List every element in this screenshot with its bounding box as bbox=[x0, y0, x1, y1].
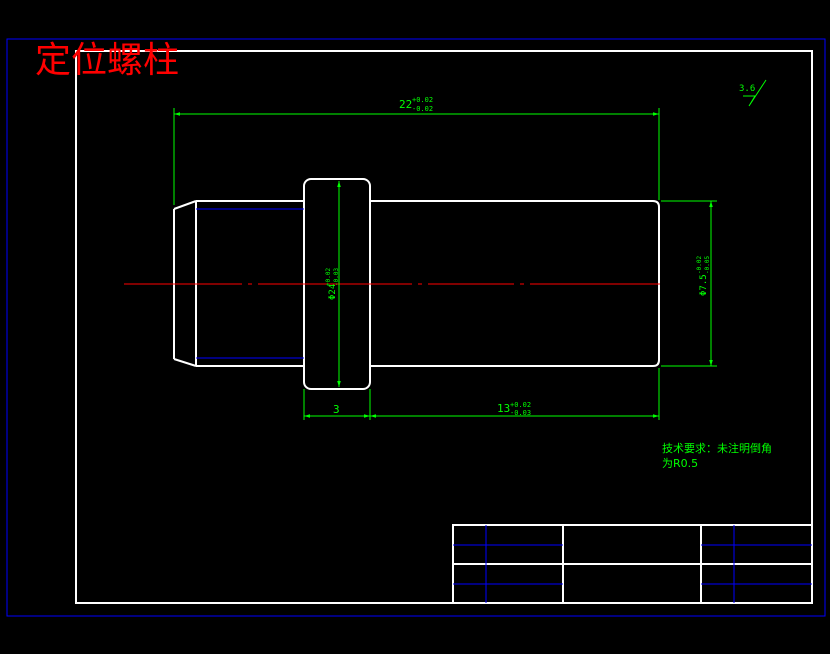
note-line-2: 为R0.5 bbox=[662, 457, 698, 470]
thread-lines bbox=[196, 208, 304, 359]
svg-text:-0.02: -0.02 bbox=[412, 105, 433, 113]
svg-text:-0.02: -0.02 bbox=[696, 256, 703, 274]
dim-overall-length-text: 22 +0.02 -0.02 bbox=[399, 96, 433, 113]
svg-text:-0.03: -0.03 bbox=[333, 268, 340, 286]
note-line-1: 技术要求：未注明倒角 bbox=[662, 441, 772, 455]
svg-text:+0.02: +0.02 bbox=[510, 401, 531, 409]
roughness-value: 3.6 bbox=[739, 84, 755, 94]
drawing-title: 定位螺柱 bbox=[35, 40, 179, 81]
svg-text:Φ7.5: Φ7.5 bbox=[699, 274, 709, 296]
drawing-frame bbox=[75, 50, 813, 604]
dim-shaft-diameter-text: Φ7.5 -0.02 -0.05 bbox=[696, 256, 711, 296]
svg-text:+0.02: +0.02 bbox=[412, 96, 433, 104]
svg-text:-0.05: -0.05 bbox=[704, 256, 711, 274]
svg-text:+0.02: +0.02 bbox=[325, 268, 332, 286]
dim-flange-diameter-text: Φ24 +0.02 -0.03 bbox=[325, 268, 340, 300]
dim-shaft-length-text: 13 +0.02 -0.03 bbox=[497, 401, 531, 417]
roughness-symbol: 3.6 bbox=[739, 79, 767, 107]
dim-overall-length bbox=[173, 108, 660, 205]
svg-text:22: 22 bbox=[399, 98, 412, 111]
svg-text:Φ24: Φ24 bbox=[328, 284, 338, 300]
sheet-outer-border bbox=[6, 38, 826, 617]
svg-text:13: 13 bbox=[497, 402, 510, 415]
dim-flange-width-text: 3 bbox=[333, 403, 340, 416]
title-block bbox=[452, 524, 813, 604]
dim-shaft-diameter bbox=[661, 200, 717, 367]
svg-text:-0.03: -0.03 bbox=[510, 409, 531, 417]
dim-shaft-length bbox=[370, 368, 660, 420]
